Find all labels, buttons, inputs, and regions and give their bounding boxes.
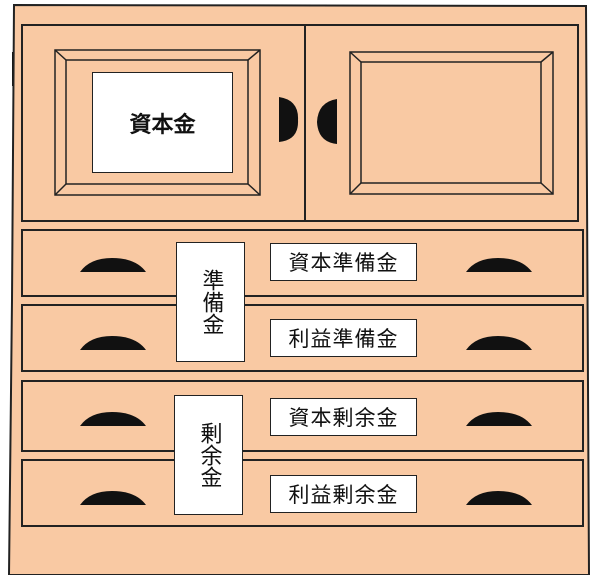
door-label: 資本金 (92, 72, 233, 173)
drawer-1-handle-right (466, 258, 532, 272)
drawer-2-handle-right (466, 336, 532, 350)
drawer-label-earned-surplus: 利益剰余金 (270, 475, 417, 513)
drawer-4-handle-right (466, 491, 532, 505)
right-door-panel (349, 51, 554, 195)
drawer-3-handle-right (466, 412, 532, 426)
door-handle-right (317, 99, 337, 144)
drawer-label-capital-reserve: 資本準備金 (270, 243, 417, 281)
door-handle-left (279, 97, 299, 142)
group-label-surplus: 剰余金 (174, 395, 243, 515)
group-label-reserves: 準備金 (176, 242, 245, 362)
drawer-3-handle-left (80, 412, 146, 426)
drawer-label-capital-surplus: 資本剰余金 (270, 398, 417, 436)
drawer-1-handle-left (80, 258, 146, 272)
drawer-4-handle-left (80, 491, 146, 505)
drawer-label-earned-reserve: 利益準備金 (270, 319, 417, 357)
drawer-2-handle-left (80, 336, 146, 350)
